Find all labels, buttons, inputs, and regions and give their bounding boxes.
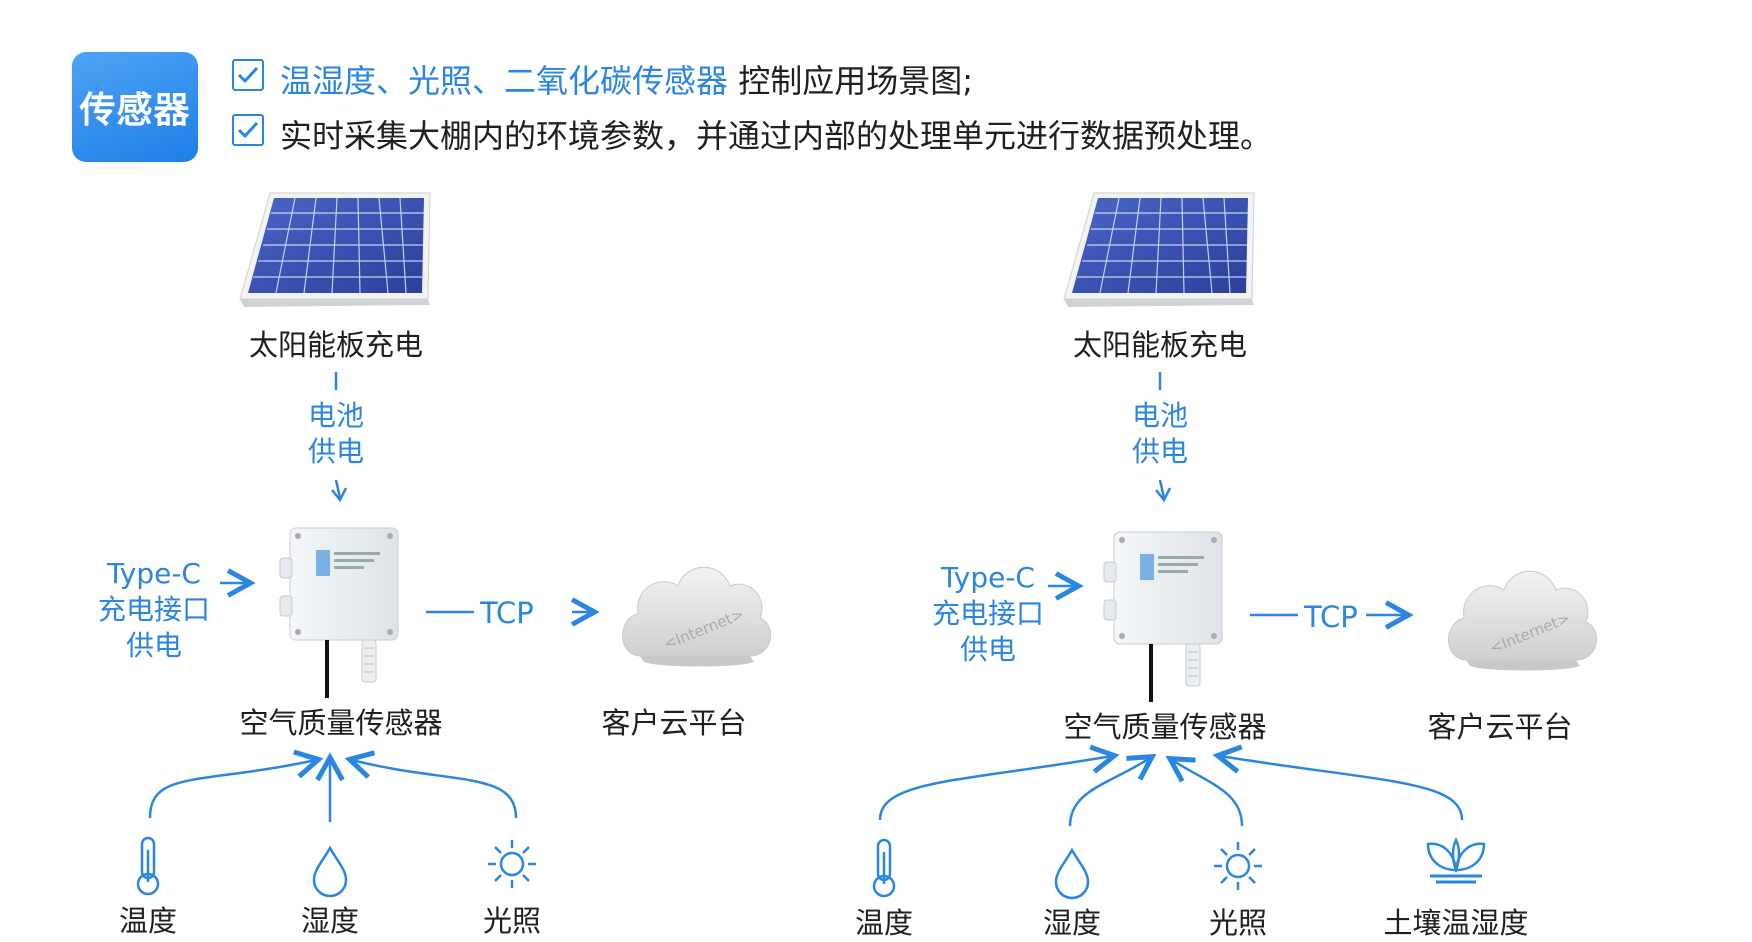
typec-label-right-3: 供电 [959, 633, 1016, 666]
battery-label-right-1: 电池 [1131, 399, 1188, 432]
checkbox-icon [232, 114, 264, 146]
battery-label-left-1: 电池 [307, 399, 364, 432]
battery-label-right: 电池 供电 [1120, 398, 1200, 470]
input-label-light: 光照 [482, 904, 541, 938]
header-line-2: 实时采集大棚内的环境参数，并通过内部的处理单元进行数据预处理。 [280, 117, 1273, 155]
battery-label-left-2: 供电 [307, 435, 364, 468]
checkbox-icon [232, 59, 264, 91]
water-drop-icon [1054, 848, 1090, 900]
solar-label-right: 太阳能板充电 [1072, 328, 1247, 362]
sun-icon [486, 838, 538, 890]
sensor-label-right: 空气质量传感器 [1063, 710, 1267, 744]
typec-label-right: Type-C 充电接口 供电 [920, 560, 1056, 668]
typec-label-left: Type-C 充电接口 供电 [86, 556, 222, 664]
sensor-device-left [279, 527, 399, 699]
tcp-label-right: TCP [1304, 600, 1358, 634]
solar-panel-left [239, 192, 431, 308]
header-line-1: 温湿度、光照、二氧化碳传感器 控制应用场景图; [280, 56, 973, 102]
input-label-humidity: 湿度 [1042, 906, 1101, 940]
sun-icon [1212, 840, 1264, 892]
battery-label-left: 电池 供电 [296, 398, 376, 470]
typec-label-right-2: 充电接口 [931, 597, 1044, 630]
typec-label-left-2: 充电接口 [97, 593, 210, 626]
sensor-device-right [1103, 531, 1223, 703]
input-label-temperature: 温度 [118, 904, 177, 938]
typec-label-right-1: Type-C [941, 561, 1035, 594]
input-label-soil: 土壤温湿度 [1383, 906, 1529, 940]
sensor-label-left: 空气质量传感器 [239, 706, 443, 740]
header-line-1-highlight: 温湿度、光照、二氧化碳传感器 [280, 62, 729, 100]
water-drop-icon [312, 846, 348, 898]
header-badge: 传感器 [72, 52, 198, 162]
typec-label-left-3: 供电 [125, 629, 182, 662]
tcp-label-left: TCP [480, 596, 534, 630]
input-label-humidity: 湿度 [300, 904, 359, 938]
solar-label-left: 太阳能板充电 [248, 328, 423, 362]
badge-label: 传感器 [79, 90, 191, 131]
battery-label-right-2: 供电 [1131, 435, 1188, 468]
cloud-label-right: 客户云平台 [1427, 710, 1573, 744]
thermometer-icon [136, 836, 160, 896]
input-label-light: 光照 [1208, 906, 1267, 940]
typec-label-left-1: Type-C [107, 557, 201, 590]
thermometer-icon [872, 838, 896, 898]
header-line-1-rest: 控制应用场景图; [728, 62, 973, 100]
sprout-icon [1426, 838, 1486, 884]
cloud-icon-right [1448, 570, 1598, 671]
solar-panel-right [1063, 192, 1255, 308]
cloud-icon-left [622, 566, 772, 667]
cloud-label-left: 客户云平台 [601, 706, 747, 740]
input-label-temperature: 温度 [854, 906, 913, 940]
